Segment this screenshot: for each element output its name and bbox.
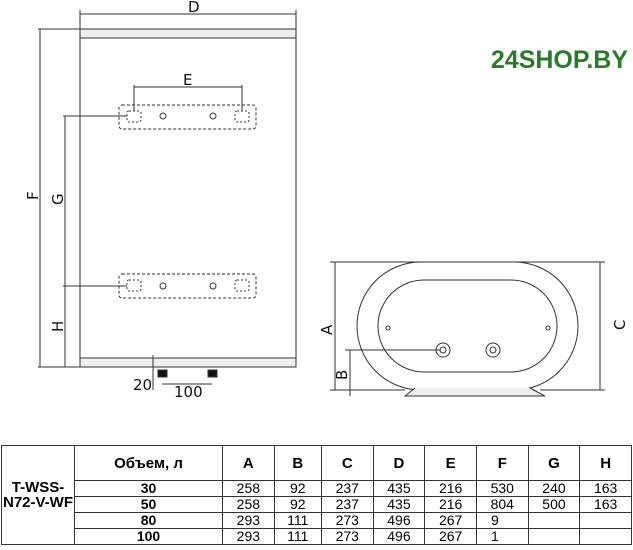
cell: 163 [579, 480, 632, 497]
cell: 163 [579, 496, 632, 513]
cell: 435 [372, 480, 426, 497]
cell: 435 [372, 496, 426, 513]
header-volume: Объем, л [73, 445, 224, 481]
header-e: E [424, 445, 477, 481]
model-cell: T-WSS-N72-V-WF [1, 445, 75, 545]
cell: 804 [475, 496, 529, 513]
heater-body-side [356, 261, 579, 391]
dimensions-table: T-WSS-N72-V-WF Объем, л A B C D E F G H … [1, 445, 632, 545]
cell: 293 [222, 512, 275, 529]
technical-drawing: D E F G H 20 100 A B C [24, 0, 629, 401]
cell: 273 [320, 528, 374, 545]
cell: 267 [424, 512, 477, 529]
header-b: B [273, 445, 322, 481]
header-a: A [222, 445, 275, 481]
cell: 273 [320, 512, 374, 529]
label-20: 20 [133, 376, 152, 394]
cell: 496 [372, 512, 426, 529]
cell: 92 [273, 496, 322, 513]
label-e: E [183, 71, 192, 89]
cell: 530 [475, 480, 529, 497]
watermark-logo: 24SHOP.BY [440, 40, 630, 80]
label-c: C [611, 320, 629, 330]
cell: 111 [273, 528, 322, 545]
cell: 216 [424, 480, 477, 497]
cell: 50 [73, 496, 224, 513]
table-header-row: T-WSS-N72-V-WF Объем, л A B C D E F G H [1, 445, 632, 545]
cell: 237 [320, 480, 374, 497]
label-h: H [49, 321, 67, 332]
header-d: D [372, 445, 426, 481]
cell [527, 528, 581, 545]
cell: 237 [320, 496, 374, 513]
cell: 111 [273, 512, 322, 529]
header-g: G [527, 445, 581, 481]
bottom-bracket [118, 273, 257, 299]
cell: 100 [73, 528, 224, 545]
cell: 30 [73, 480, 224, 497]
header-f: F [475, 445, 529, 481]
cell [579, 528, 632, 545]
label-d: D [188, 0, 200, 16]
label-100: 100 [174, 383, 203, 401]
header-h: H [579, 445, 632, 481]
header-c: C [320, 445, 374, 481]
cell: 267 [424, 528, 477, 545]
cell [579, 512, 632, 529]
cell: 258 [222, 496, 275, 513]
label-b: B [333, 370, 351, 380]
cell: 240 [527, 480, 581, 497]
label-f: F [24, 191, 42, 200]
label-a: A [318, 324, 336, 335]
cell: 500 [527, 496, 581, 513]
cell: 9 [475, 512, 529, 529]
cell: 92 [273, 480, 322, 497]
cell: 258 [222, 480, 275, 497]
cell: 496 [372, 528, 426, 545]
cell: 216 [424, 496, 477, 513]
label-g: G [49, 193, 67, 205]
top-bracket [118, 104, 257, 130]
cell [527, 512, 581, 529]
cell: 293 [222, 528, 275, 545]
cell: 80 [73, 512, 224, 529]
cell: 1 [475, 528, 529, 545]
